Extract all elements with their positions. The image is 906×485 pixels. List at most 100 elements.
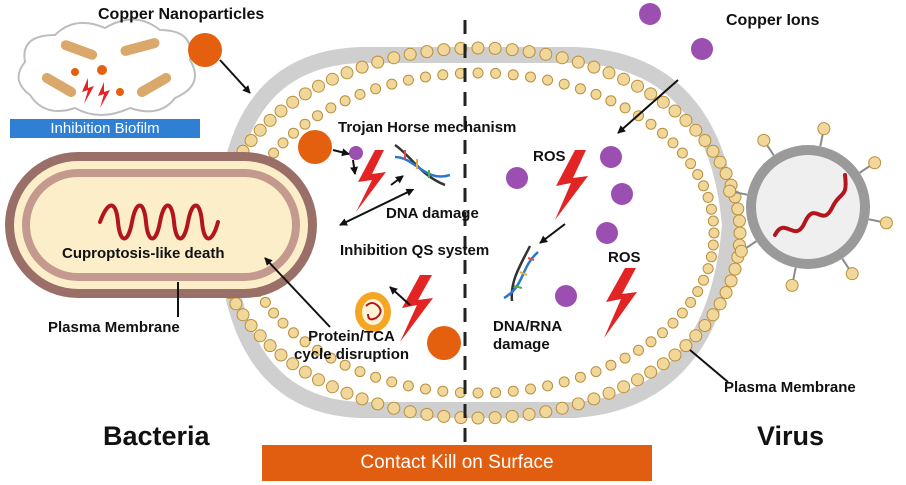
lipid-head xyxy=(244,134,258,147)
label-virus: Virus xyxy=(757,421,825,451)
lipid-head xyxy=(490,67,502,79)
lipid-head xyxy=(667,317,679,329)
lipid-head xyxy=(679,113,693,127)
lipid-head xyxy=(728,262,742,276)
label-dna-rna-damage: DNA/RNA damage xyxy=(493,318,562,354)
lipid-head xyxy=(685,158,697,170)
lipid-head xyxy=(574,371,586,383)
bacterium xyxy=(5,152,317,298)
lipid-head xyxy=(657,327,668,339)
lipid-head xyxy=(298,365,312,379)
lipid-head xyxy=(253,329,267,343)
lipid-head xyxy=(719,286,733,299)
lipid-head xyxy=(555,401,569,415)
lipid-head xyxy=(288,127,299,139)
lipid-head xyxy=(299,118,311,130)
lipid-head xyxy=(555,51,569,65)
lipid-head xyxy=(605,95,617,107)
lipid-head xyxy=(706,308,720,322)
lipid-head xyxy=(587,392,601,406)
label-trojan-horse: Trojan Horse mechanism xyxy=(338,119,517,136)
lipid-head xyxy=(587,60,601,74)
lipid-head xyxy=(420,383,431,395)
lipid-head xyxy=(702,191,714,203)
virus-icon xyxy=(723,122,893,292)
lipid-head xyxy=(437,385,449,397)
lipid-head xyxy=(724,274,738,288)
lipid-head xyxy=(325,102,337,114)
lipid-head xyxy=(288,327,299,339)
lipid-head xyxy=(525,71,536,83)
lipid-head xyxy=(698,319,712,332)
lipid-head xyxy=(488,41,502,55)
lipid-head xyxy=(298,87,312,101)
lipid-head xyxy=(667,137,679,149)
virus-spike-tip xyxy=(879,216,893,230)
lipid-head xyxy=(644,87,658,101)
lipid-head xyxy=(698,180,709,192)
lipid-head xyxy=(542,380,554,392)
lipid-head xyxy=(229,297,243,311)
lipid-head xyxy=(340,386,354,400)
lipid-head xyxy=(236,308,250,322)
lipid-head xyxy=(274,348,288,362)
lipid-head xyxy=(507,385,519,397)
lipid-head xyxy=(325,352,337,364)
lipid-head xyxy=(488,411,502,425)
protein-ribosome-icon xyxy=(355,292,391,332)
lipid-head xyxy=(354,366,366,378)
label-ros-top: ROS xyxy=(533,148,566,165)
label-inhibition-biofilm: Inhibition Biofilm xyxy=(10,119,200,138)
lipid-head xyxy=(355,392,369,406)
lipid-head xyxy=(386,376,398,388)
lipid-head xyxy=(708,227,720,239)
label-dna-rna-line1: DNA/RNA xyxy=(493,318,563,335)
lipid-head xyxy=(268,307,280,319)
lipid-head xyxy=(340,66,354,80)
lipid-head xyxy=(645,118,657,130)
lipid-head xyxy=(403,405,417,419)
label-plasma-membrane-right: Plasma Membrane xyxy=(724,379,856,396)
label-bacteria: Bacteria xyxy=(103,421,210,451)
label-protein-tca-line1: Protein/TCA xyxy=(308,328,395,345)
label-plasma-membrane-left: Plasma Membrane xyxy=(48,319,180,336)
lipid-head xyxy=(471,41,485,55)
lipid-head xyxy=(244,319,258,332)
lipid-head xyxy=(539,405,553,419)
lipid-head xyxy=(402,380,414,392)
lipid-head xyxy=(692,286,704,297)
lipid-head xyxy=(631,373,644,387)
lipid-head xyxy=(505,409,519,423)
lipid-head xyxy=(645,336,657,348)
lipid-head xyxy=(656,95,670,109)
lipid-head xyxy=(698,274,709,286)
lipid-head xyxy=(274,104,288,118)
biofilm-cloud-icon xyxy=(17,18,196,116)
lipid-head xyxy=(689,123,703,137)
lipid-head xyxy=(312,344,323,356)
process-arrows xyxy=(177,59,729,383)
lipid-head xyxy=(420,45,434,59)
lipid-head xyxy=(403,47,417,61)
lipid-head xyxy=(325,380,339,394)
virus-spike-tip xyxy=(785,278,799,292)
virus-spike-tip xyxy=(845,267,859,281)
lipid-head xyxy=(619,352,631,364)
lipid-head xyxy=(370,371,382,383)
lipid-head xyxy=(370,83,382,95)
lipid-head xyxy=(558,376,570,388)
copper-ion-icons xyxy=(349,3,713,307)
lipid-head xyxy=(277,137,289,149)
lipid-head xyxy=(355,60,369,74)
lipid-head xyxy=(312,373,325,387)
label-inhibition-qs: Inhibition QS system xyxy=(340,242,490,259)
lipid-head xyxy=(668,348,682,362)
lipid-head xyxy=(602,386,616,400)
lipid-head xyxy=(253,123,267,137)
lipid-head xyxy=(689,329,703,343)
virus-spike-tip xyxy=(757,133,771,147)
lipid-head xyxy=(312,110,323,122)
lipid-head xyxy=(299,336,311,348)
lipid-head xyxy=(702,263,714,275)
